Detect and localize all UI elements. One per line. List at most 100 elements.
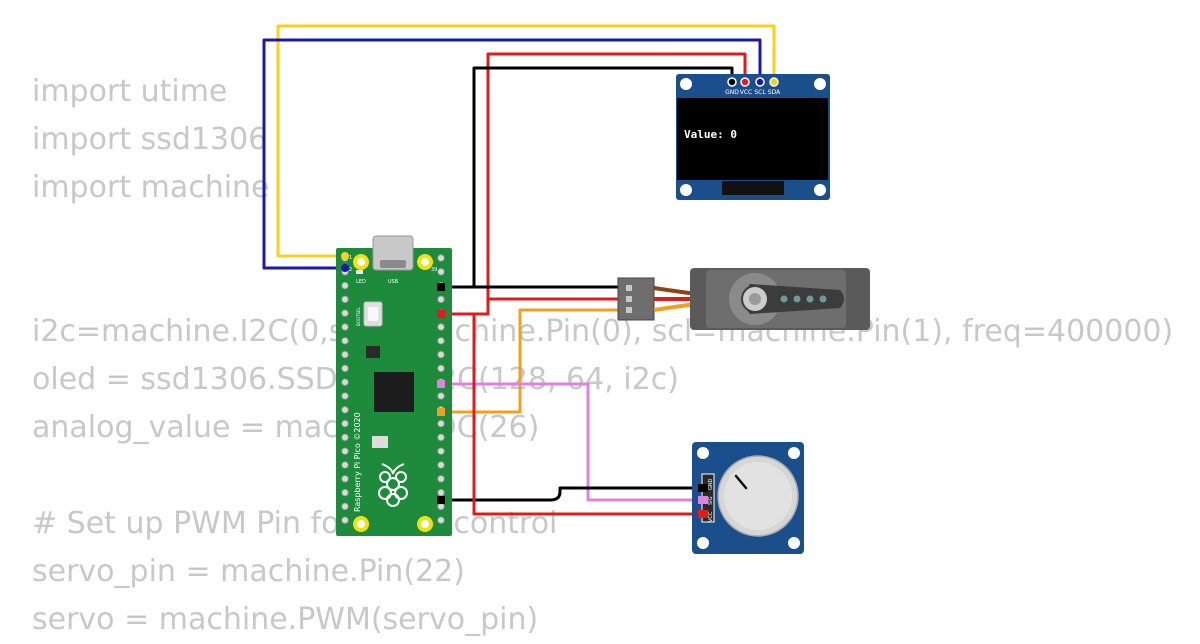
pin39-label: 39 [431,267,437,273]
mount-hole [357,258,365,266]
pin-hole [341,337,349,345]
wire-signal-pot [438,382,704,502]
pin-hole [437,502,445,510]
oled-pin-label: SDA [768,89,781,96]
pin-connected [437,408,445,416]
pot-pin-vcc [698,484,708,492]
pin-hole [437,254,445,262]
mount-hole [680,78,692,90]
oled-screen [677,98,828,180]
bootsel-button-inner [368,307,378,321]
pin-connected [437,310,445,318]
servo-pin [626,285,632,291]
flash-chip [366,346,380,358]
pin-connected [437,283,445,291]
pin-hole [437,433,445,441]
code-line: import machine [32,170,270,205]
servo-connector [617,277,655,321]
pin-hole [341,447,349,455]
pot-pin-label: VCC [708,511,714,522]
pin-hole [437,364,445,372]
pin-hole [341,419,349,428]
wire-signal-servo [438,308,627,414]
servo-horn-hole [780,295,788,303]
pin2-label: 2 [349,267,352,273]
servo-horn-hole [806,295,814,303]
mount-hole [788,447,800,459]
oled-ribbon [722,181,784,195]
raspberry-pi-pico: USB LED 1 2 39 BOOTSEL Raspberry Pi Pico… [336,235,452,536]
code-line: i2c=machine.I2C(0,sda=machine.Pin(0), sc… [32,314,1174,349]
mount-hole [421,258,429,266]
oled-pin-label: SCL [754,89,766,96]
bootsel-label: BOOTSEL [356,307,361,326]
servo-pin [626,296,632,302]
pin-hole [437,447,445,455]
mount-hole [814,78,826,90]
raspberry-logo-icon [378,463,408,507]
pot-knob [724,462,792,530]
code-line: import utime [32,74,228,109]
oled-pin-label: GND [725,89,739,96]
pin-hole [341,364,349,372]
servo-horn-hole [793,295,801,303]
rp2040-chip [374,372,414,412]
pot-pin-label: SIG [708,496,714,505]
pin-hole [341,488,349,497]
servo-pin [626,307,632,313]
pin-hole [341,281,349,290]
mount-hole [697,537,709,549]
pin-hole [341,433,349,441]
oled-pin-vcc [740,77,750,87]
pin-hole [341,461,349,469]
oled-pin-label: VCC [740,89,752,96]
pin-header-left [341,254,349,524]
pot-pin-sig [698,496,708,504]
oled-pin-sda [769,77,779,87]
pin-hole [341,309,349,317]
pin-hole [437,461,445,469]
pin-hole [341,378,349,386]
pot-pin-label: GND [708,478,714,490]
pin-connected [437,496,445,504]
pin-hole [341,295,349,303]
mount-hole [421,520,429,528]
pin-connected [341,252,349,260]
pin-connected [341,264,349,272]
circuit-diagram: GND VCC SCL SDA Value: 0 USB LED 1 2 39 … [262,24,870,554]
pin-hole [437,337,445,345]
wire-scl [262,38,762,270]
mount-hole [680,184,692,196]
pin-hole [437,419,445,428]
pin-hole [437,516,445,524]
pin-hole [341,323,349,331]
mount-hole [814,184,826,196]
pin-connected [437,380,445,388]
pot-knob-indicator [734,474,748,490]
oled-pin-gnd [727,77,737,87]
pin-hole [437,475,445,483]
pin-hole [341,406,349,414]
led-label: LED [356,279,366,285]
pin1-label: 1 [349,255,352,261]
pin-hole [341,392,349,400]
pin-hole [437,323,445,331]
board-text: Raspberry Pi Pico ©2020 [353,412,362,512]
pin-hole [341,502,349,510]
usb-label: USB [388,279,399,285]
mount-hole [788,537,800,549]
servo-motor [617,268,870,330]
pin-hole [437,488,445,497]
component [372,436,388,448]
wire-gnd-pot [438,486,704,502]
mount-hole [357,520,365,528]
usb-port [380,260,406,268]
pin-hole [437,392,445,400]
pin-hole [341,516,349,524]
led-icon [356,270,363,274]
wire-vcc-pot [438,312,704,516]
pin-hole [341,350,349,359]
servo-horn-hub [749,293,761,305]
pin-hole [437,268,445,276]
